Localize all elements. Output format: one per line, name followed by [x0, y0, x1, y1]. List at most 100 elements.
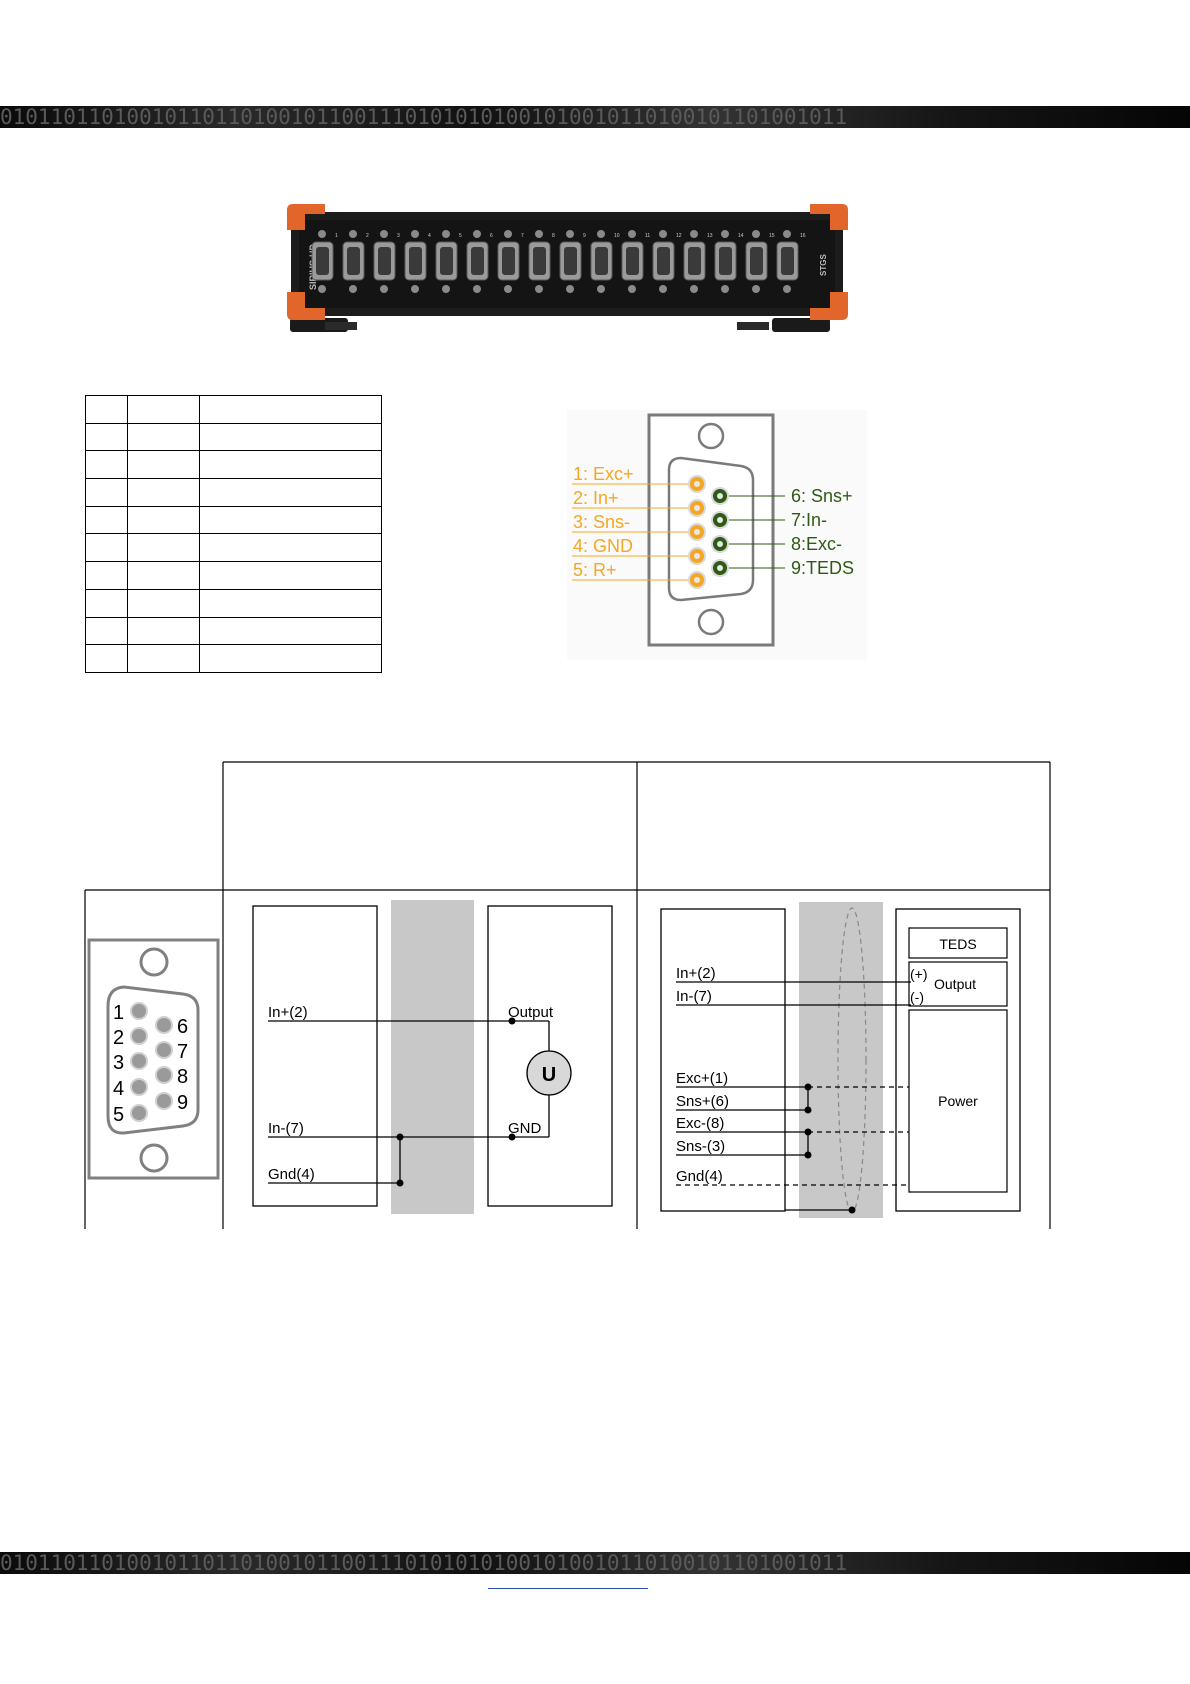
voltage-gnd-label: Gnd(4): [268, 1166, 315, 1183]
mount-hole-bottom: [697, 608, 725, 636]
wiring-table: 1 2 3 4 5 6 7 8 9 U In+(2) In-(7: [84, 761, 1051, 1229]
device-channel-number: 2: [366, 233, 369, 239]
table-cell: [85, 644, 128, 673]
device-channel-connector: 16: [776, 230, 806, 293]
device-channel-number: 12: [676, 233, 682, 239]
conn-num-8: 8: [177, 1066, 188, 1088]
device-channel-connector: 7: [497, 230, 524, 293]
voltage-in-plus-label: In+(2): [268, 1004, 308, 1021]
table-cell: [127, 450, 200, 480]
cable-shield-area: [391, 900, 474, 1214]
pin-assignment-table: [85, 395, 382, 673]
device-channel-number: 6: [490, 233, 493, 239]
device-channel-number: 13: [707, 233, 713, 239]
table-cell: [127, 505, 200, 535]
voltage-source-symbol: [526, 1050, 572, 1096]
table-cell: [199, 395, 382, 424]
device-channel-connector: 3: [373, 230, 400, 293]
conn-num-3: 3: [113, 1052, 124, 1074]
footer-link[interactable]: [488, 1588, 648, 1590]
pin-label-3: 3: Sns-: [573, 512, 630, 532]
bridge-wiring-diagram: In+(2) In-(7) Exc+(1) Sns+(6) Exc-(8) Sn…: [660, 902, 1021, 1218]
table-cell: [199, 505, 382, 535]
device-channel-number: 4: [428, 233, 431, 239]
conn-num-4: 4: [113, 1078, 124, 1100]
device-label-right: STGS: [819, 254, 828, 276]
bridge-plus-label: (+): [910, 966, 928, 982]
device-channel-connector: 5: [435, 230, 462, 293]
device-channel-number: 8: [552, 233, 555, 239]
device-channel-number: 10: [614, 233, 620, 239]
table-row: [85, 395, 382, 424]
bridge-exc-minus-label: Exc-(8): [676, 1115, 724, 1132]
conn-num-2: 2: [113, 1027, 124, 1049]
table-row: [85, 644, 382, 673]
table-cell: [199, 644, 382, 673]
bridge-minus-label: (-): [910, 989, 924, 1005]
device-channel-connector: 2: [342, 230, 369, 293]
voltage-output-label: Output: [508, 1004, 554, 1021]
device-channel-connector: 8: [528, 230, 555, 293]
table-cell: [127, 616, 200, 646]
device-channel-number: 11: [645, 233, 650, 239]
device-channel-number: 1: [335, 233, 338, 239]
table-cell: [127, 478, 200, 507]
pin-label-1: 1: Exc+: [573, 464, 634, 484]
voltage-source-label: U: [542, 1064, 556, 1086]
device-channel-number: 14: [738, 233, 744, 239]
device-channel-connector: 9: [559, 230, 586, 293]
pin-label-5: 5: R+: [573, 560, 617, 580]
voltage-sensor-gnd-label: GND: [508, 1120, 542, 1137]
bridge-sns-minus-label: Sns-(3): [676, 1138, 725, 1155]
header-band: 0101101101001011011010010110011101010101…: [0, 106, 1190, 128]
footer-band: 0101101101001011011010010110011101010101…: [0, 1552, 1190, 1574]
conn-num-1: 1: [113, 1002, 124, 1024]
bridge-exc-plus-label: Exc+(1): [676, 1070, 728, 1087]
table-row: [85, 422, 382, 452]
table-row: [85, 505, 382, 535]
device-channel-number: 5: [459, 233, 462, 239]
pin-label-6: 6: Sns+: [791, 486, 853, 506]
table-row: [85, 616, 382, 646]
table-row: [85, 478, 382, 507]
device-channel-number: 16: [800, 233, 806, 239]
bridge-power-label: Power: [938, 1093, 978, 1109]
device-channel-connector: 14: [714, 230, 744, 293]
pin-label-2: 2: In+: [573, 488, 619, 508]
table-cell: [127, 561, 200, 590]
table-cell: [85, 395, 128, 424]
table-cell: [199, 422, 382, 452]
voltage-in-minus-label: In-(7): [268, 1120, 304, 1137]
device-channel-connector: 12: [652, 230, 682, 293]
device-channel-number: 7: [521, 233, 524, 239]
bridge-in-plus-label: In+(2): [676, 965, 716, 982]
bridge-sns-plus-label: Sns+(6): [676, 1093, 729, 1110]
bridge-teds-label: TEDS: [939, 936, 976, 952]
device-channel-connector: 10: [590, 230, 620, 293]
table-cell: [127, 644, 200, 673]
device-channel-number: 15: [769, 233, 775, 239]
bridge-gnd-label: Gnd(4): [676, 1168, 723, 1185]
table-cell: [85, 450, 128, 480]
conn-num-5: 5: [113, 1104, 124, 1126]
dsub-pinout-diagram: 1: Exc+ 2: In+ 3: Sns- 4: GND 5: R+ 6: S…: [567, 410, 867, 660]
voltage-wiring-diagram: U In+(2) In-(7) Gnd(4) Output GND: [252, 900, 613, 1214]
conn-num-7: 7: [177, 1041, 188, 1063]
connector-face-diagram: 1 2 3 4 5 6 7 8 9: [87, 938, 220, 1180]
device-channel-connector: 11: [621, 230, 650, 293]
table-cell: [199, 616, 382, 646]
device-channel-connector: 13: [683, 230, 713, 293]
bridge-in-minus-label: In-(7): [676, 988, 712, 1005]
mount-hole-top: [697, 422, 725, 450]
conn-num-6: 6: [177, 1016, 188, 1038]
device-channel-connector: 4: [404, 230, 431, 293]
device-channel-number: 3: [397, 233, 400, 239]
footer-band-digits: 0101101101001011011010010110011101010101…: [0, 1552, 848, 1574]
device-channel-number: 9: [583, 233, 586, 239]
table-row: [85, 561, 382, 590]
pin-label-9: 9:TEDS: [791, 558, 854, 578]
device-channel-connector: 6: [466, 230, 493, 293]
table-cell: [85, 616, 128, 646]
table-cell: [127, 395, 200, 424]
